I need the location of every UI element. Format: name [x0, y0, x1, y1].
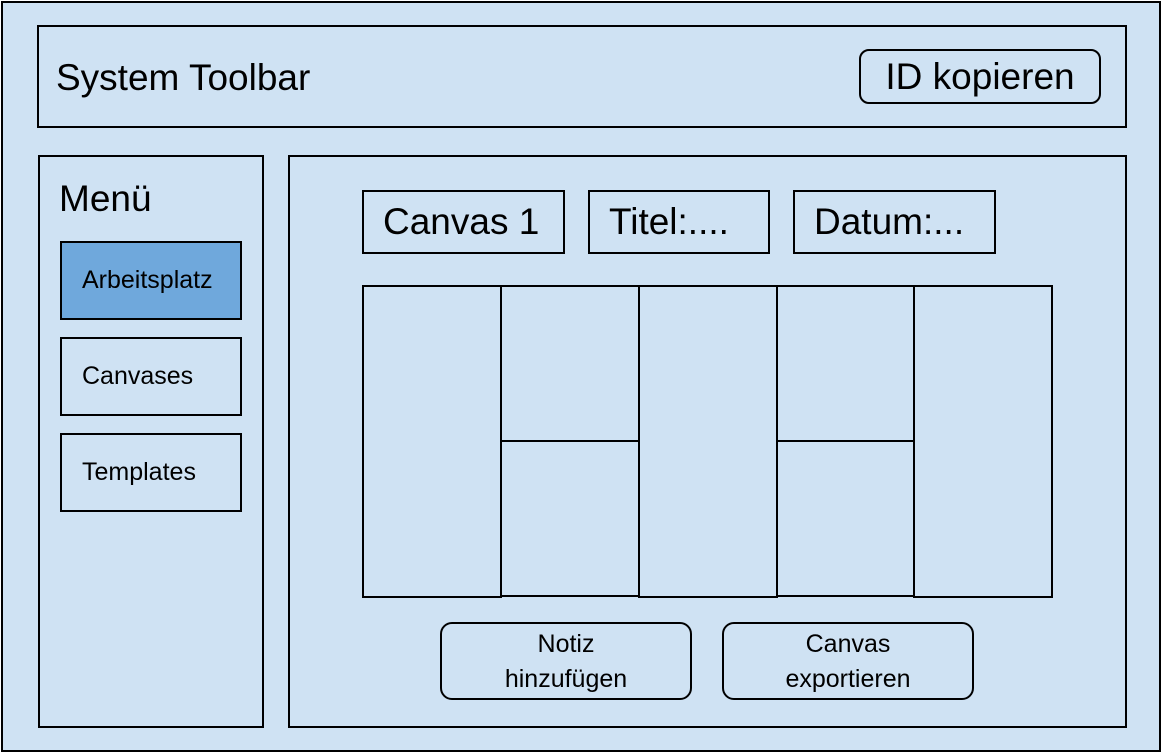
canvas-block-1[interactable] — [362, 285, 502, 598]
add-note-button[interactable]: Notiz hinzufügen — [440, 622, 692, 700]
canvas-block-2-bottom[interactable] — [500, 440, 640, 597]
export-canvas-label-line1: Canvas — [805, 630, 891, 658]
canvas-block-5[interactable] — [913, 285, 1053, 598]
title-field[interactable]: Titel:.... — [588, 190, 770, 254]
sidebar-item-canvases[interactable]: Canvases — [60, 337, 242, 416]
add-note-label-line1: Notiz — [537, 630, 595, 658]
canvas-block-4-top[interactable] — [776, 285, 915, 442]
add-note-label-line2: hinzufügen — [504, 665, 628, 693]
export-canvas-button[interactable]: Canvas exportieren — [722, 622, 974, 700]
copy-id-button[interactable]: ID kopieren — [859, 49, 1101, 104]
canvas-name-field[interactable]: Canvas 1 — [362, 190, 565, 254]
export-canvas-label-line2: exportieren — [785, 665, 911, 693]
canvas-block-4-bottom[interactable] — [776, 440, 915, 597]
menu-title: Menü — [59, 178, 152, 219]
canvas-block-3[interactable] — [638, 285, 778, 598]
canvas-block-2-top[interactable] — [500, 285, 640, 442]
sidebar-item-arbeitsplatz[interactable]: Arbeitsplatz — [60, 241, 242, 320]
sidebar-item-templates[interactable]: Templates — [60, 433, 242, 512]
date-field[interactable]: Datum:... — [793, 190, 996, 254]
toolbar-title: System Toolbar — [56, 57, 311, 98]
